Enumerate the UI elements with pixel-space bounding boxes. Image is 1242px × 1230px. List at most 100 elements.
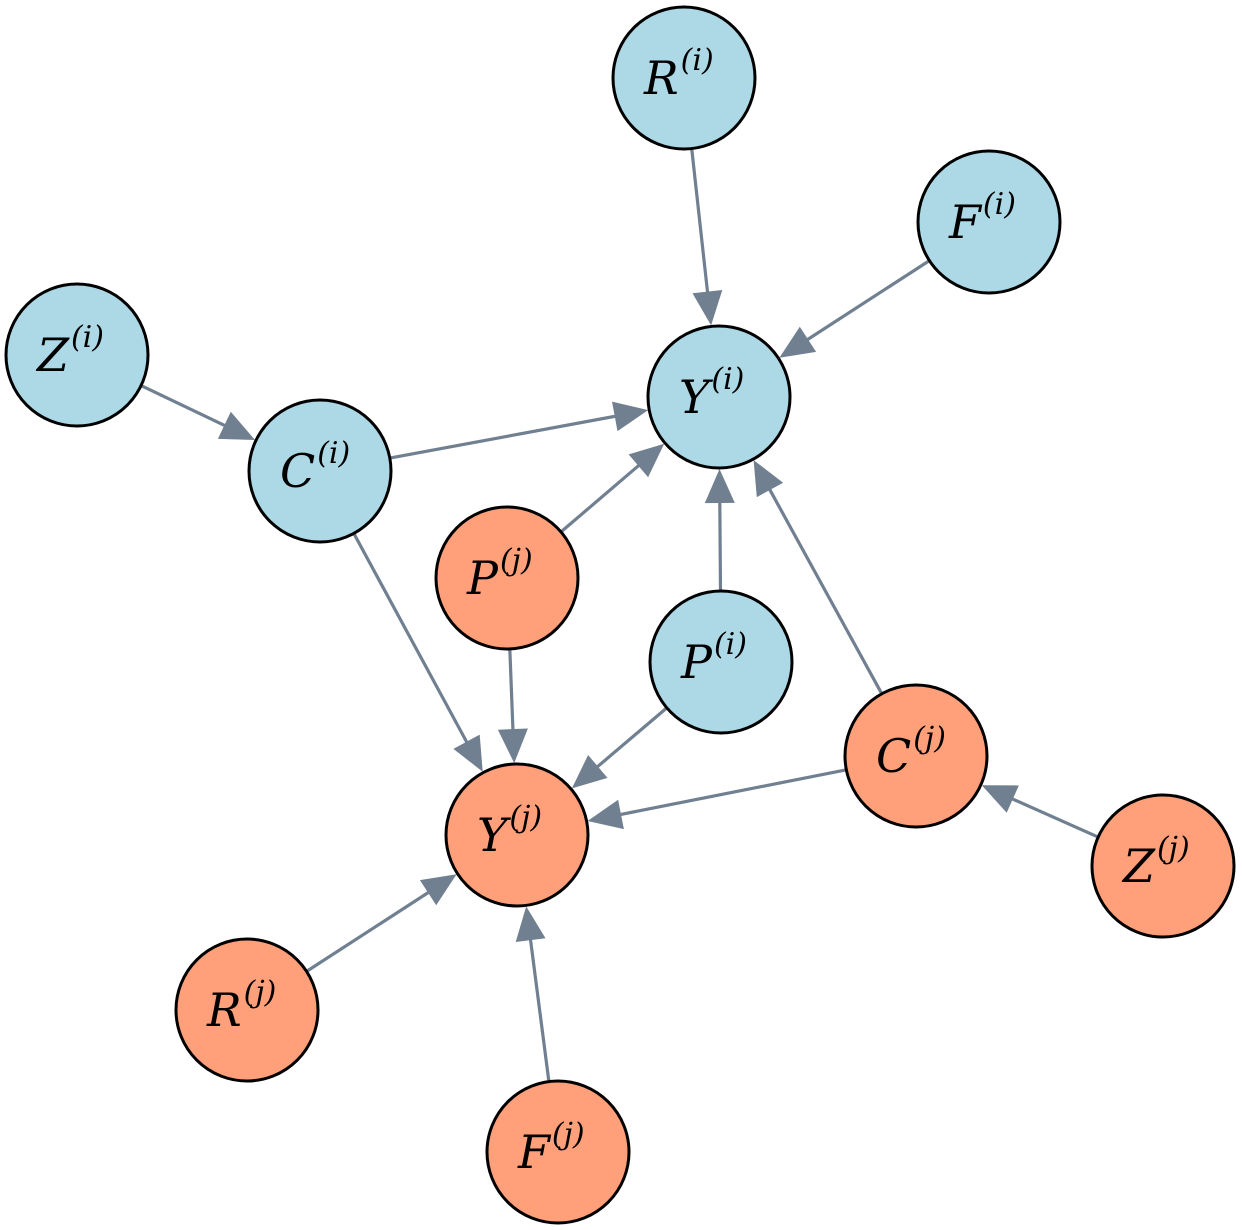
edge-f-j-to-y-j (515, 906, 551, 1082)
node-p-i: P(i) (648, 589, 794, 735)
edge-line (559, 463, 641, 534)
node-circle (843, 683, 989, 829)
edge-z-j-to-c-j (981, 785, 1099, 839)
node-circle (485, 1079, 631, 1225)
node-label-superscript: (j) (500, 543, 533, 578)
edge-line (767, 487, 884, 695)
edge-c-i-to-y-j (352, 532, 483, 772)
node-label: R(j) (206, 975, 276, 1037)
node-r-i: R(i) (611, 5, 757, 151)
node-label: F(j) (517, 1117, 585, 1179)
edge-line (389, 414, 617, 460)
edge-p-i-to-y-j (571, 706, 668, 789)
edge-line (508, 648, 515, 732)
edge-line (595, 706, 668, 769)
arrowhead (612, 401, 649, 432)
arrowhead (692, 290, 723, 326)
node-label-base: C (876, 729, 911, 783)
edge-line (140, 384, 227, 428)
node-label-base: Z (35, 328, 70, 382)
node-label-superscript: (j) (509, 800, 542, 835)
arrowhead (704, 469, 735, 504)
node-label: Z(j) (1121, 831, 1190, 893)
arrowhead (981, 785, 1019, 813)
arrowhead (453, 734, 483, 772)
arrowhead (779, 326, 817, 358)
node-label-base: R (643, 51, 679, 105)
edge-p-j-to-y-j (497, 648, 528, 764)
node-circle (247, 398, 393, 544)
node-circle (646, 324, 792, 470)
edge-r-i-to-y-i (690, 148, 723, 326)
node-circle (611, 5, 757, 151)
node-label: P(j) (466, 543, 533, 605)
node-y-j: Y(j) (444, 762, 590, 908)
arrowhead (753, 460, 784, 498)
node-label-superscript: (i) (983, 187, 1016, 222)
edge-c-j-to-y-i (753, 460, 884, 695)
node-label: F(i) (948, 187, 1016, 249)
edges-layer (140, 148, 1099, 1082)
node-circle (174, 937, 320, 1083)
node-circle (916, 149, 1062, 295)
node-z-j: Z(j) (1090, 793, 1236, 939)
arrowhead (419, 874, 457, 906)
node-f-j: F(j) (485, 1079, 631, 1225)
arrowhead (628, 443, 665, 478)
node-circle (4, 282, 150, 428)
node-label: P(i) (680, 627, 747, 689)
node-label: R(i) (643, 43, 714, 105)
node-label-superscript: (j) (244, 975, 277, 1010)
node-label-base: Y (679, 370, 714, 424)
edge-line (805, 259, 931, 342)
edge-line (352, 532, 469, 745)
edge-p-j-to-y-i (559, 443, 665, 534)
node-label-superscript: (j) (913, 721, 946, 756)
node-circle (434, 505, 580, 651)
edge-c-i-to-y-i (389, 401, 649, 460)
node-label-base: P (466, 551, 499, 605)
node-label: Z(i) (35, 320, 104, 382)
node-c-j: C(j) (843, 683, 989, 829)
node-circle (648, 589, 794, 735)
arrowhead (515, 906, 546, 942)
nodes-layer: R(i)F(i)Z(i)Y(i)C(i)P(j)P(i)C(j)Y(j)Z(j)… (4, 5, 1236, 1225)
node-label: Y(i) (679, 362, 744, 424)
node-label-base: R (206, 983, 242, 1037)
node-c-i: C(i) (247, 398, 393, 544)
node-label-superscript: (j) (552, 1117, 585, 1152)
node-f-i: F(i) (916, 149, 1062, 295)
node-label-base: P (680, 635, 713, 689)
node-label-superscript: (j) (1157, 831, 1190, 866)
node-label-base: F (948, 195, 983, 249)
arrowhead (571, 755, 608, 789)
node-label: Y(j) (477, 800, 542, 862)
edge-c-j-to-y-j (587, 768, 847, 830)
node-label-superscript: (i) (711, 362, 744, 397)
edge-line (528, 937, 551, 1082)
node-p-j: P(j) (434, 505, 580, 651)
edge-r-j-to-y-j (305, 874, 457, 973)
node-label-base: F (517, 1125, 552, 1179)
node-label-base: Y (477, 808, 512, 862)
edge-line (305, 890, 431, 973)
edge-z-i-to-c-i (140, 384, 255, 440)
edge-line (718, 500, 723, 592)
node-z-i: Z(i) (4, 282, 150, 428)
node-circle (444, 762, 590, 908)
node-label: C(i) (280, 436, 350, 498)
node-label-base: C (280, 444, 315, 498)
arrowhead (587, 799, 624, 830)
node-y-i: Y(i) (646, 324, 792, 470)
arrowhead (217, 411, 255, 440)
node-circle (1090, 793, 1236, 939)
edge-line (618, 768, 847, 817)
edge-line (690, 148, 710, 294)
edge-p-i-to-y-i (704, 469, 735, 592)
node-label-superscript: (i) (317, 436, 350, 471)
arrowhead (497, 728, 528, 764)
node-label: C(j) (876, 721, 946, 783)
node-label-superscript: (i) (681, 43, 714, 78)
node-r-j: R(j) (174, 937, 320, 1083)
